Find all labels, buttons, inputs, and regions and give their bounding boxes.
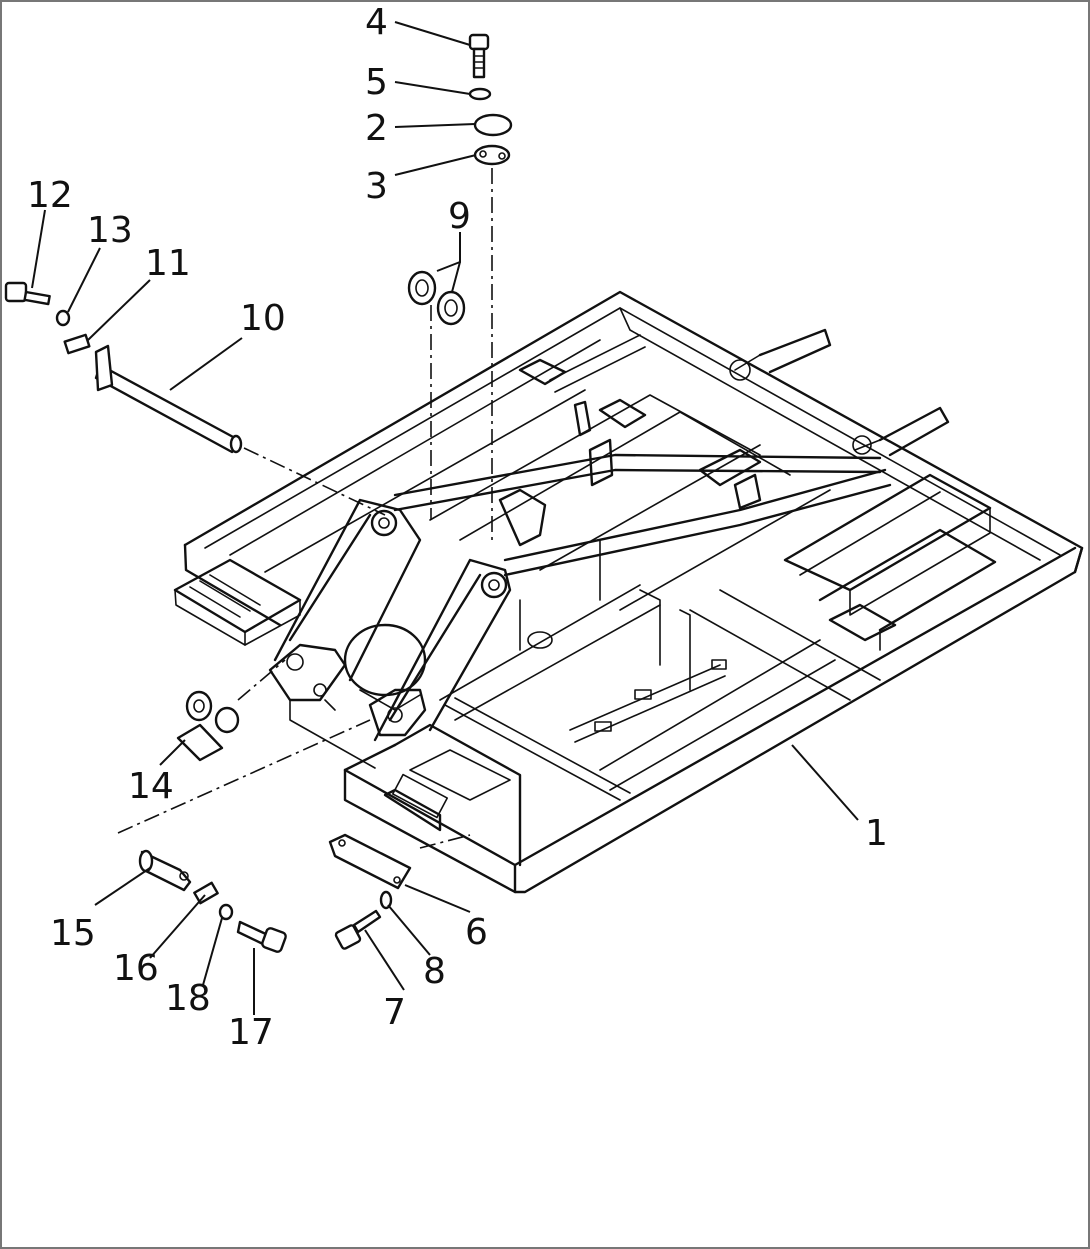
- part-label-10: 10: [240, 298, 286, 339]
- pin-part-10: [94, 344, 243, 454]
- plate-part-2: [473, 113, 513, 137]
- bolt-part-12: [4, 281, 51, 306]
- leader-lines: [31, 21, 859, 1015]
- shim-part-3: [473, 144, 511, 166]
- part-label-3: 3: [365, 166, 388, 207]
- plate-part-11: [63, 333, 91, 355]
- washer-part-13: [55, 309, 71, 327]
- part-label-8: 8: [423, 951, 446, 992]
- part-label-5: 5: [365, 62, 388, 103]
- shim-part-14: [176, 690, 240, 762]
- pin-part-15: [138, 849, 192, 892]
- washer-part-5: [468, 87, 492, 101]
- part-label-17: 17: [228, 1012, 274, 1053]
- part-label-14: 14: [128, 766, 174, 807]
- part-label-12: 12: [27, 175, 73, 216]
- plate-part-16: [193, 881, 219, 905]
- revolving-frame: [173, 290, 1084, 894]
- bolt-part-4: [468, 33, 490, 79]
- part-label-18: 18: [165, 978, 211, 1019]
- washer-part-8: [379, 890, 393, 910]
- bolt-part-17: [236, 920, 287, 953]
- part-label-16: 16: [113, 948, 159, 989]
- assembly-center-lines: [117, 168, 493, 849]
- part-label-1: 1: [865, 813, 888, 854]
- part-label-11: 11: [145, 243, 191, 284]
- cover-part-6: [328, 833, 412, 890]
- part-label-6: 6: [465, 912, 488, 953]
- bolt-part-7: [334, 909, 382, 950]
- shim-part-9: [407, 270, 466, 326]
- part-label-7: 7: [383, 992, 406, 1033]
- part-label-9: 9: [448, 196, 471, 237]
- part-label-15: 15: [50, 913, 96, 954]
- washer-part-18: [218, 903, 234, 921]
- part-label-2: 2: [365, 108, 388, 149]
- part-label-4: 4: [365, 2, 388, 43]
- part-label-13: 13: [87, 210, 133, 251]
